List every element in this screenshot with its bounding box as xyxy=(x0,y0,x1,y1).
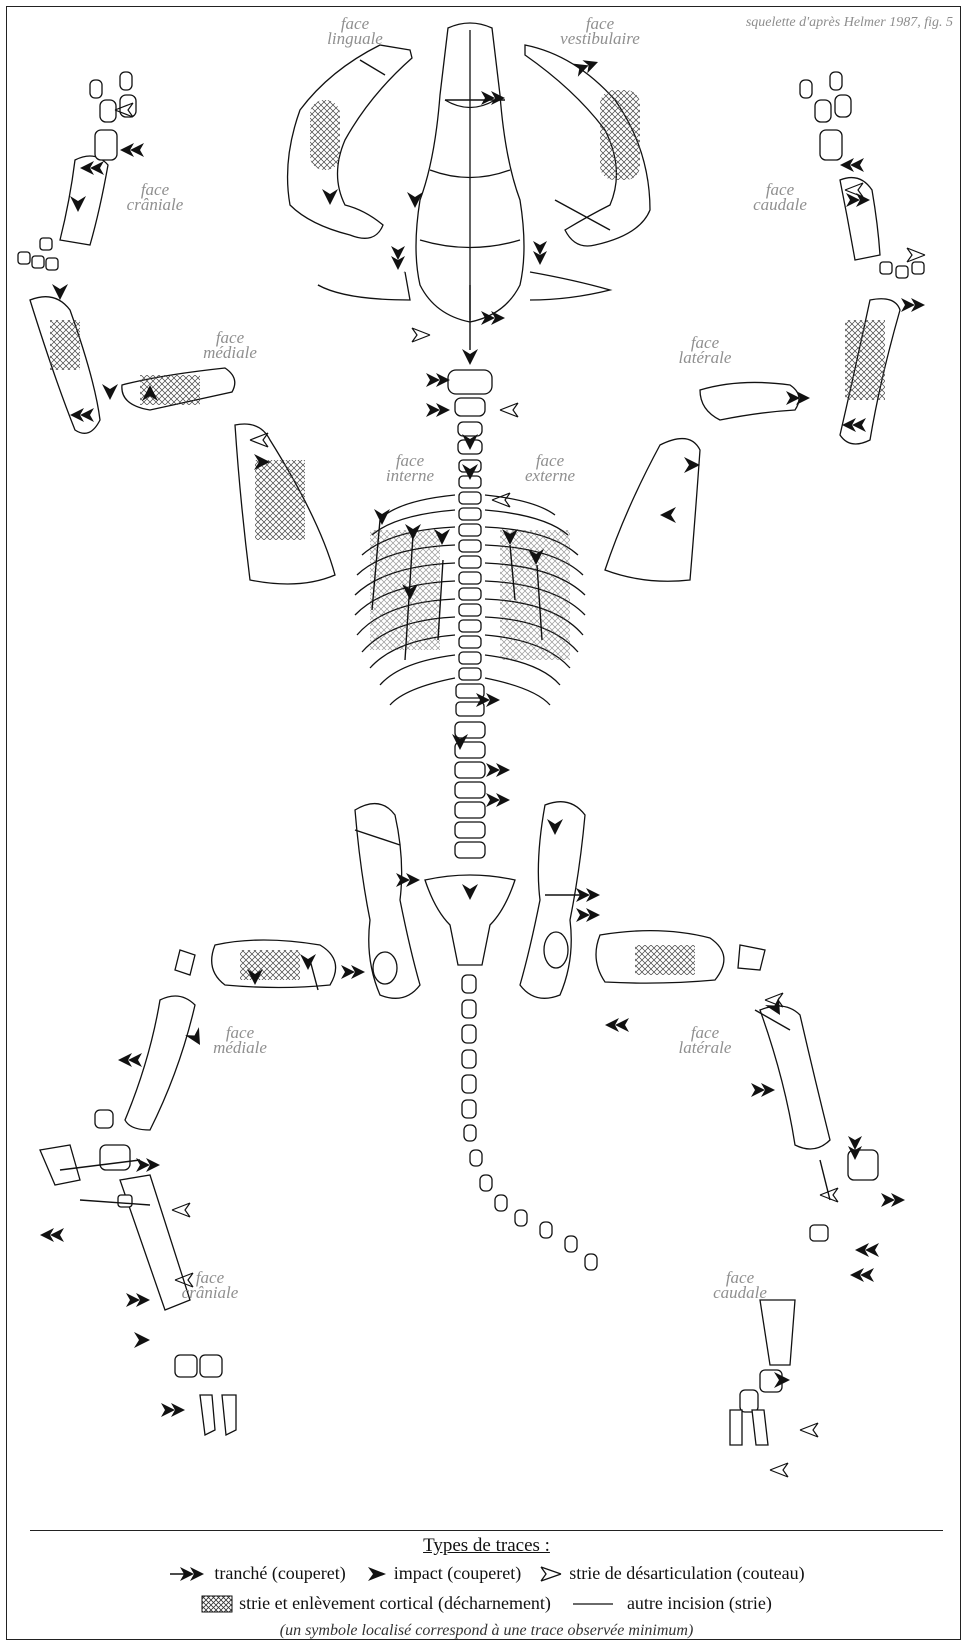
label-face-linguale: face linguale xyxy=(300,16,410,46)
incision-line-icon xyxy=(571,1599,615,1609)
cleaver-cut-arrow-icon xyxy=(168,1566,208,1582)
label-face-mediale-fore: face médiale xyxy=(180,330,280,360)
disarticulation-open-arrow-icon xyxy=(535,1566,563,1582)
legend-strie-cortical: strie et enlèvement cortical (décharneme… xyxy=(239,1593,551,1614)
legend-divider xyxy=(30,1530,943,1531)
figure-credit: squelette d'après Helmer 1987, fig. 5 xyxy=(746,15,953,31)
scapula-right xyxy=(605,439,700,582)
vertebral-column xyxy=(455,460,485,858)
label-face-caudale-fore: face caudale xyxy=(735,182,825,212)
legend-title: Types de traces : xyxy=(0,1535,973,1557)
label-face-mediale-hind: face médiale xyxy=(190,1025,290,1055)
right-hindlimb xyxy=(596,931,878,1445)
left-forelimb xyxy=(18,72,235,433)
mandible-left xyxy=(288,45,412,300)
label-face-vestibulaire: face vestibulaire xyxy=(545,16,655,46)
legend-row-1: tranché (couperet) impact (couperet) str… xyxy=(0,1563,973,1584)
legend-impact: impact (couperet) xyxy=(394,1563,521,1584)
left-hindlimb xyxy=(40,940,336,1435)
label-face-caudale-hind: face caudale xyxy=(690,1270,790,1300)
label-face-laterale-hind: face latérale xyxy=(655,1025,755,1055)
skull xyxy=(416,23,524,322)
crosshatch-swatch-icon xyxy=(201,1595,233,1613)
legend-tranche: tranché (couperet) xyxy=(214,1563,345,1584)
label-face-laterale-fore: face latérale xyxy=(655,335,755,365)
legend-autre-incision: autre incision (strie) xyxy=(627,1593,772,1614)
impact-arrow-icon xyxy=(360,1566,388,1582)
legend-strie-desarticulation: strie de désarticulation (couteau) xyxy=(569,1563,804,1584)
pelvis-right xyxy=(520,802,585,999)
right-forelimb xyxy=(700,72,924,444)
label-face-externe: face externe xyxy=(500,453,600,483)
label-face-craniale-fore: face crâniale xyxy=(110,182,200,212)
pig-skeleton-diagram xyxy=(0,0,973,1530)
scapula-left xyxy=(235,424,335,584)
label-face-craniale-hind: face crâniale xyxy=(160,1270,260,1300)
label-face-interne: face interne xyxy=(360,453,460,483)
legend-row-2: strie et enlèvement cortical (décharneme… xyxy=(0,1593,973,1614)
mandible-right xyxy=(525,45,650,300)
legend-note: (un symbole localisé correspond à une tr… xyxy=(0,1622,973,1640)
